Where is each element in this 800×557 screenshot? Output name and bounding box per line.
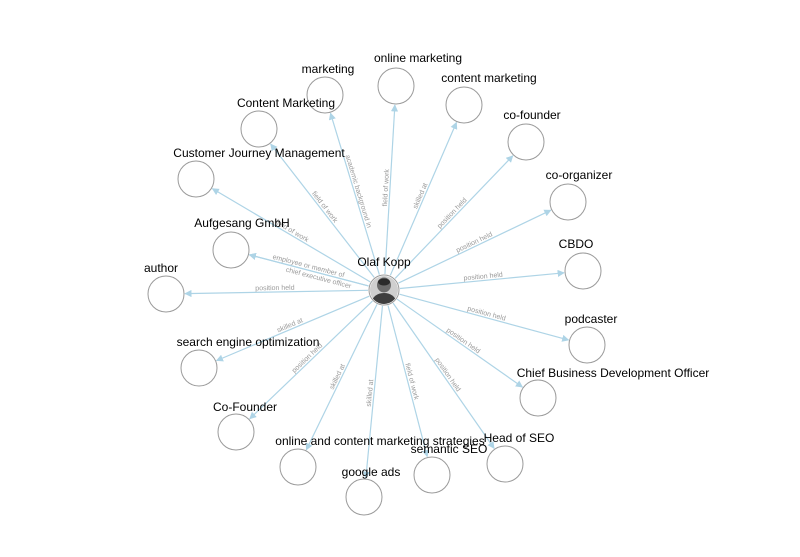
edge-search-engine-optimization bbox=[215, 295, 370, 362]
node-marketing[interactable] bbox=[306, 76, 344, 114]
center-node-label: Olaf Kopp bbox=[357, 255, 411, 269]
node-circle[interactable] bbox=[345, 478, 383, 516]
node-chief-business-development-officer[interactable] bbox=[519, 379, 557, 417]
node-circle[interactable] bbox=[180, 349, 218, 387]
node-content-marketing[interactable] bbox=[445, 86, 483, 124]
node-label-online-and-content-marketing-strategies: online and content marketing strategies bbox=[275, 434, 484, 448]
node-podcaster[interactable] bbox=[568, 326, 606, 364]
node-label-author: author bbox=[144, 261, 178, 275]
edge-label-co-organizer: position held bbox=[455, 231, 494, 254]
node-circle[interactable] bbox=[507, 123, 545, 161]
node-label-aufgesang-gmbh: Aufgesang GmbH bbox=[194, 216, 289, 230]
nodes-layer: marketing online marketing content marketi… bbox=[144, 51, 710, 516]
node-label-co-founder-cap: Co-Founder bbox=[213, 400, 277, 414]
node-label-content-marketing-cap: Content Marketing bbox=[237, 96, 335, 110]
edge-head-of-seo bbox=[392, 302, 495, 449]
edge-label-chief-business-development-officer: position held bbox=[445, 327, 481, 355]
edge-author bbox=[184, 289, 369, 298]
edge-label-online-and-content-marketing-strategies: skilled at bbox=[329, 363, 347, 391]
person-photo-icon bbox=[370, 276, 398, 304]
center-node[interactable]: Olaf Kopp bbox=[357, 255, 411, 311]
node-circle[interactable] bbox=[519, 379, 557, 417]
edge-chief-executive-officer bbox=[248, 252, 369, 287]
edge-podcaster bbox=[399, 293, 570, 342]
node-label-marketing: marketing bbox=[302, 62, 355, 76]
edge-cbdo bbox=[399, 269, 565, 290]
node-customer-journey-management[interactable] bbox=[177, 160, 215, 198]
edge-semantic-seo bbox=[387, 305, 430, 458]
node-google-ads[interactable] bbox=[345, 478, 383, 516]
node-circle[interactable] bbox=[240, 110, 278, 148]
node-circle[interactable] bbox=[486, 445, 524, 483]
edge-label-semantic-seo: field of work bbox=[403, 363, 419, 401]
node-label-podcaster: podcaster bbox=[565, 312, 618, 326]
node-circle[interactable] bbox=[549, 183, 587, 221]
edge-chief-business-development-officer bbox=[396, 298, 524, 388]
node-head-of-seo[interactable] bbox=[486, 445, 524, 483]
node-co-founder[interactable] bbox=[507, 123, 545, 161]
edge-label-head-of-seo: position held bbox=[433, 357, 461, 393]
edge-co-organizer bbox=[398, 209, 552, 284]
node-label-google-ads: google ads bbox=[342, 465, 401, 479]
node-circle[interactable] bbox=[279, 448, 317, 486]
node-label-co-founder: co-founder bbox=[503, 108, 560, 122]
node-circle[interactable] bbox=[445, 86, 483, 124]
edge-google-ads bbox=[362, 305, 384, 479]
node-online-marketing[interactable] bbox=[377, 67, 415, 105]
node-co-organizer[interactable] bbox=[549, 183, 587, 221]
node-author[interactable] bbox=[147, 275, 185, 313]
edge-content-marketing bbox=[389, 121, 458, 276]
edge-content-marketing-cap bbox=[270, 143, 375, 278]
node-label-online-marketing: online marketing bbox=[374, 51, 462, 65]
node-circle[interactable] bbox=[177, 160, 215, 198]
node-label-search-engine-optimization: search engine optimization bbox=[177, 335, 320, 349]
node-label-customer-journey-management: Customer Journey Management bbox=[173, 146, 345, 160]
edge-label-content-marketing-cap: field of work bbox=[310, 190, 339, 224]
edges-layer bbox=[184, 104, 570, 479]
node-circle[interactable] bbox=[568, 326, 606, 364]
node-label-head-of-seo: Head of SEO bbox=[484, 431, 555, 445]
edge-label-author: position held bbox=[255, 285, 295, 293]
node-label-chief-business-development-officer: Chief Business Development Officer bbox=[517, 366, 710, 380]
node-cbdo[interactable] bbox=[564, 252, 602, 290]
node-label-co-organizer: co-organizer bbox=[546, 168, 613, 182]
edge-customer-journey-management bbox=[211, 188, 371, 283]
edge-online-and-content-marketing-strategies bbox=[305, 304, 378, 451]
node-circle[interactable] bbox=[377, 67, 415, 105]
edge-marketing bbox=[328, 112, 380, 275]
node-label-semantic-seo: semantic SEO bbox=[411, 442, 488, 456]
edge-label-online-marketing: field of work bbox=[382, 168, 391, 206]
edge-label-google-ads: skilled at bbox=[366, 379, 376, 407]
edge-label-co-founder: position held bbox=[436, 197, 468, 230]
node-circle[interactable] bbox=[212, 231, 250, 269]
node-circle[interactable] bbox=[564, 252, 602, 290]
node-aufgesang-gmbh[interactable] bbox=[212, 231, 250, 269]
node-circle[interactable] bbox=[413, 456, 451, 494]
edge-co-founder bbox=[394, 155, 514, 279]
node-search-engine-optimization[interactable] bbox=[180, 349, 218, 387]
node-circle[interactable] bbox=[217, 413, 255, 451]
node-circle[interactable] bbox=[147, 275, 185, 313]
node-label-content-marketing: content marketing bbox=[441, 71, 536, 85]
edge-label-marketing: academic background in bbox=[344, 154, 373, 229]
edge-co-founder-cap bbox=[249, 300, 373, 420]
node-content-marketing-cap[interactable] bbox=[240, 110, 278, 148]
node-circle[interactable] bbox=[306, 76, 344, 114]
edge-label-cbdo: position held bbox=[463, 272, 503, 283]
node-semantic-seo[interactable] bbox=[413, 456, 451, 494]
node-label-cbdo: CBDO bbox=[559, 237, 594, 251]
node-co-founder-cap[interactable] bbox=[217, 413, 255, 451]
node-online-and-content-marketing-strategies[interactable] bbox=[279, 448, 317, 486]
edge-online-marketing bbox=[384, 104, 399, 275]
